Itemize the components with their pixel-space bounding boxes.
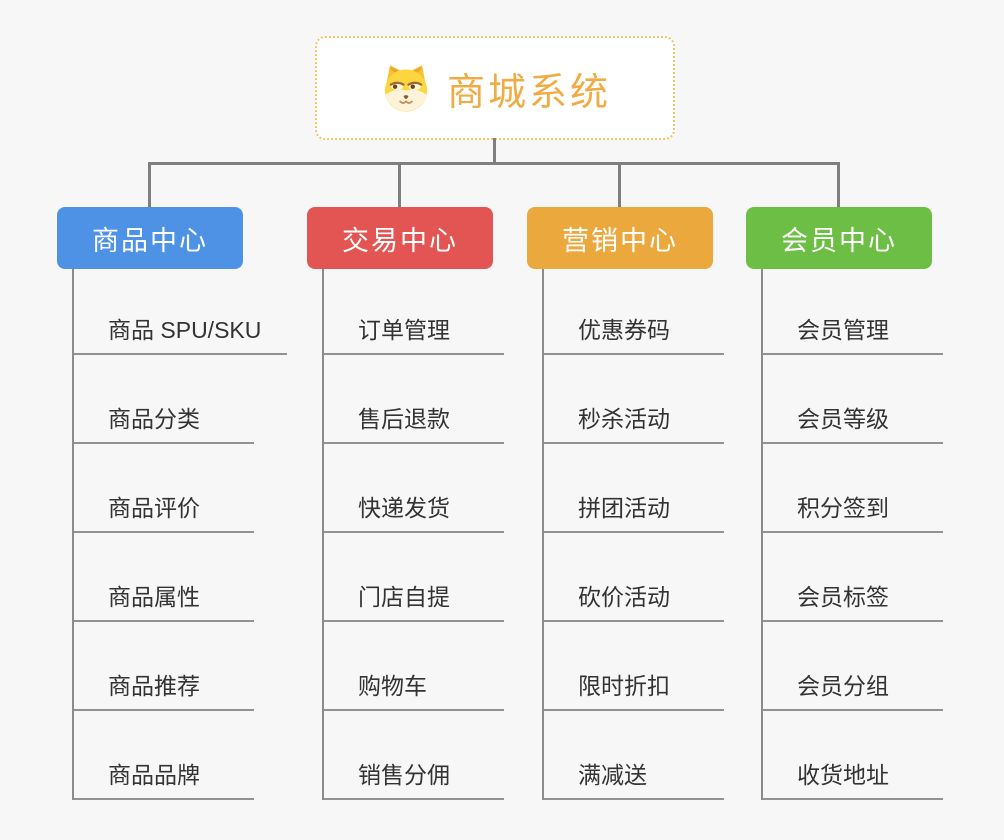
child-node[interactable]: 拼团活动 [544, 493, 724, 533]
connector-drop-member [837, 162, 840, 208]
root-node-title: 商城系统 [446, 71, 611, 114]
child-node[interactable]: 秒杀活动 [544, 404, 724, 444]
child-node[interactable]: 会员等级 [763, 404, 943, 444]
child-node[interactable]: 商品属性 [74, 582, 254, 622]
child-node[interactable]: 订单管理 [324, 315, 504, 355]
child-node[interactable]: 商品品牌 [74, 760, 254, 800]
connector-horizontal [148, 162, 840, 165]
dog-face-icon [384, 65, 428, 112]
child-node[interactable]: 商品推荐 [74, 671, 254, 711]
child-node[interactable]: 收货地址 [763, 760, 943, 800]
branch-node-trade-center[interactable]: 交易中心 [307, 207, 493, 269]
connector-drop-product [148, 162, 151, 208]
child-node[interactable]: 会员管理 [763, 315, 943, 355]
child-node[interactable]: 限时折扣 [544, 671, 724, 711]
child-node[interactable]: 砍价活动 [544, 582, 724, 622]
child-node[interactable]: 会员标签 [763, 582, 943, 622]
branch-children-marketing: 优惠券码 秒杀活动 拼团活动 砍价活动 限时折扣 满减送 [542, 269, 724, 800]
child-node[interactable]: 商品评价 [74, 493, 254, 533]
child-node[interactable]: 优惠券码 [544, 315, 724, 355]
branch-node-member-center[interactable]: 会员中心 [746, 207, 932, 269]
branch-children-trade: 订单管理 售后退款 快递发货 门店自提 购物车 销售分佣 [322, 269, 504, 800]
child-node[interactable]: 销售分佣 [324, 760, 504, 800]
child-node[interactable]: 购物车 [324, 671, 504, 711]
child-node[interactable]: 商品 SPU/SKU [74, 315, 288, 355]
child-node[interactable]: 满减送 [544, 760, 724, 800]
branch-node-marketing-center[interactable]: 营销中心 [527, 207, 713, 269]
connector-drop-marketing [618, 162, 621, 208]
branch-children-product: 商品 SPU/SKU 商品分类 商品评价 商品属性 商品推荐 商品品牌 [72, 269, 288, 800]
branch-node-product-center[interactable]: 商品中心 [57, 207, 243, 269]
child-node[interactable]: 积分签到 [763, 493, 943, 533]
branch-children-member: 会员管理 会员等级 积分签到 会员标签 会员分组 收货地址 [761, 269, 943, 800]
connector-root-stem [493, 138, 496, 164]
root-node-mall-system[interactable]: 商城系统 [315, 36, 675, 140]
child-node[interactable]: 会员分组 [763, 671, 943, 711]
connector-drop-trade [398, 162, 401, 208]
child-node[interactable]: 商品分类 [74, 404, 254, 444]
child-node[interactable]: 门店自提 [324, 582, 504, 622]
child-node[interactable]: 快递发货 [324, 493, 504, 533]
child-node[interactable]: 售后退款 [324, 404, 504, 444]
